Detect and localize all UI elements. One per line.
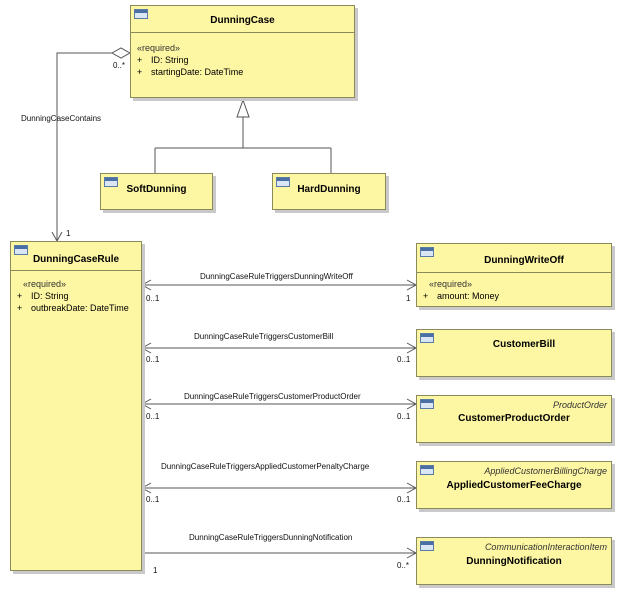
class-name: CustomerProductOrder [458, 413, 570, 424]
class-attributes: «required» +ID: String +outbreakDate: Da… [17, 278, 129, 314]
class-compartment-separator [11, 270, 141, 271]
class-compartment-separator [417, 272, 611, 273]
association-lines [142, 284, 416, 554]
class-name: DunningCase [210, 15, 275, 26]
class-customer-product-order[interactable]: ProductOrder CustomerProductOrder [416, 395, 612, 443]
class-soft-dunning[interactable]: SoftDunning [100, 173, 213, 210]
class-name: DunningWriteOff [484, 255, 564, 266]
association-label-product-order: DunningCaseRuleTriggersCustomerProductOr… [184, 392, 361, 401]
parent-class-label: ProductOrder [552, 400, 607, 410]
generalization-arrowhead [236, 98, 250, 118]
stereotype-label: «required» [23, 279, 67, 289]
class-icon [14, 245, 28, 255]
class-icon [420, 399, 434, 409]
attribute-row: +outbreakDate: DateTime [17, 303, 129, 313]
parent-class-label: AppliedCustomerBillingCharge [484, 466, 607, 476]
attribute-row: +startingDate: DateTime [137, 67, 244, 77]
association-label-notification: DunningCaseRuleTriggersDunningNotificati… [189, 533, 353, 542]
multiplicity-label: 0..1 [397, 495, 411, 504]
multiplicity-label: 0..1 [146, 355, 160, 364]
association-label-contains: DunningCaseContains [21, 114, 102, 123]
multiplicity-label: 0..* [113, 61, 126, 70]
multiplicity-label: 0..1 [397, 412, 411, 421]
generalization-lines [154, 117, 332, 173]
class-icon [420, 247, 434, 257]
class-dunning-write-off[interactable]: DunningWriteOff «required» +amount: Mone… [416, 243, 612, 307]
class-icon [420, 333, 434, 343]
association-label-customer-bill: DunningCaseRuleTriggersCustomerBill [194, 332, 334, 341]
association-contains-line [56, 52, 113, 241]
parent-class-label: CommunicationInteractionItem [484, 542, 607, 552]
class-compartment-separator [131, 32, 354, 33]
class-dunning-case-rule[interactable]: DunningCaseRule «required» +ID: String +… [10, 241, 142, 571]
association-label-write-off: DunningCaseRuleTriggersDunningWriteOff [200, 272, 353, 281]
class-hard-dunning[interactable]: HardDunning [272, 173, 386, 210]
class-dunning-case[interactable]: DunningCase «required» +ID: String +star… [130, 5, 355, 98]
class-icon [420, 465, 434, 475]
class-icon [104, 177, 118, 187]
association-label-penalty-charge: DunningCaseRuleTriggersAppliedCustomerPe… [161, 462, 370, 471]
class-icon [420, 541, 434, 551]
class-applied-customer-fee-charge[interactable]: AppliedCustomerBillingCharge AppliedCust… [416, 461, 612, 509]
class-attributes: «required» +ID: String +startingDate: Da… [137, 42, 243, 78]
class-name: AppliedCustomerFeeCharge [446, 480, 582, 491]
attribute-row: +amount: Money [423, 291, 500, 301]
multiplicity-label: 0..1 [146, 495, 160, 504]
multiplicity-label: 1 [66, 229, 71, 238]
class-attributes: «required» +amount: Money [423, 278, 499, 302]
multiplicity-label: 0..1 [146, 294, 160, 303]
class-name: SoftDunning [126, 184, 187, 195]
stereotype-label: «required» [429, 279, 473, 289]
multiplicity-label: 0..1 [397, 355, 411, 364]
attribute-row: +ID: String [137, 55, 189, 65]
class-name: HardDunning [297, 184, 361, 195]
attribute-row: +ID: String [17, 291, 69, 301]
stereotype-label: «required» [137, 43, 181, 53]
multiplicity-label: 0..1 [146, 412, 160, 421]
class-customer-bill[interactable]: CustomerBill [416, 329, 612, 377]
multiplicity-label: 1 [153, 566, 158, 575]
class-icon [276, 177, 290, 187]
class-dunning-notification[interactable]: CommunicationInteractionItem DunningNoti… [416, 537, 612, 585]
multiplicity-label: 1 [406, 294, 411, 303]
class-name: DunningNotification [466, 556, 562, 567]
aggregation-diamond [110, 47, 132, 59]
multiplicity-label: 0..* [397, 561, 410, 570]
class-icon [134, 9, 148, 19]
association-arrowheads [140, 279, 418, 559]
class-name: DunningCaseRule [32, 254, 120, 265]
class-name: CustomerBill [492, 339, 556, 350]
